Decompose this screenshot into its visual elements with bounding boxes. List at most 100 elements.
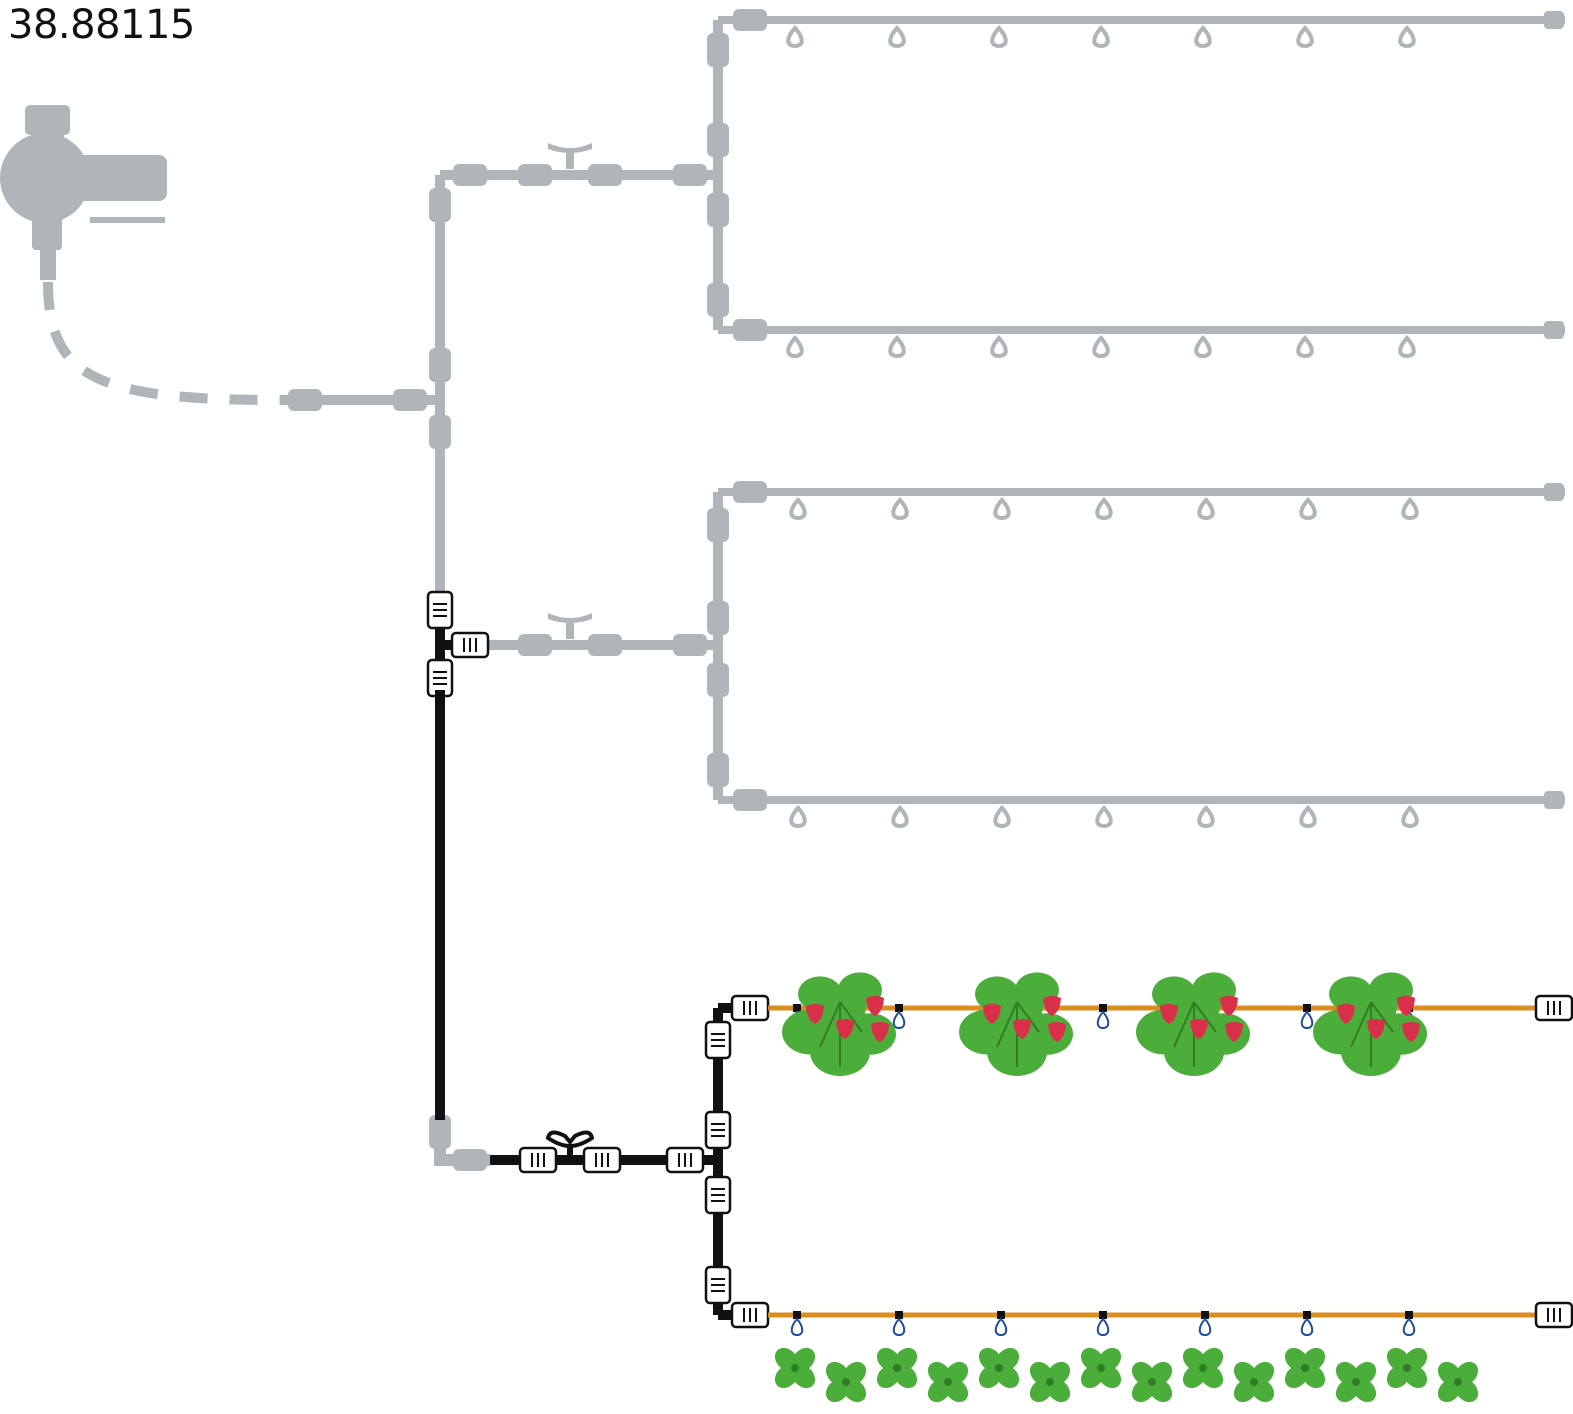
inactive-system [0, 9, 1565, 1171]
drop-icon [1095, 497, 1113, 521]
connector-icon [518, 634, 552, 656]
drop-icon [993, 805, 1011, 829]
connector-icon [429, 348, 451, 382]
seedling-icon [927, 1361, 969, 1403]
drop-icon [1095, 805, 1113, 829]
drop-icon [891, 497, 909, 521]
strawberry-plant-icon [1136, 972, 1250, 1076]
connector-icon [673, 164, 707, 186]
connector-icon [450, 631, 490, 659]
connector-icon [1534, 994, 1573, 1022]
drop-icon [1398, 25, 1416, 49]
drop-icon [1299, 805, 1317, 829]
end-cap-icon [1544, 321, 1564, 339]
drop-icon [786, 335, 804, 359]
connector-icon [707, 283, 729, 317]
strawberry-plant-icon [1313, 972, 1427, 1076]
connector-icon [518, 164, 552, 186]
connector-icon [393, 389, 427, 411]
connector-icon [288, 389, 322, 411]
drop-icon [993, 497, 1011, 521]
active-branch [426, 590, 1573, 1337]
dripper-icon [892, 1311, 906, 1337]
connector-icon [733, 9, 767, 31]
dripper-icon [1198, 1311, 1212, 1337]
connector-icon [453, 1149, 487, 1171]
drop-icon [1401, 497, 1419, 521]
connector-icon [707, 753, 729, 787]
dripper-icon [994, 1311, 1008, 1337]
seedling-icon [978, 1347, 1020, 1389]
seedling-icon [1284, 1347, 1326, 1389]
connector-icon [704, 1175, 732, 1215]
ball-valve-icon [545, 1130, 595, 1158]
drop-icon [1194, 335, 1212, 359]
end-cap-icon [1544, 483, 1564, 501]
seedling-icon [774, 1347, 816, 1389]
seedling-icon [1182, 1347, 1224, 1389]
product-code: 38.88115 [8, 2, 195, 48]
dripper-icon [1300, 1311, 1314, 1337]
ball-valve-icon [548, 143, 592, 169]
connector-icon [730, 1301, 770, 1329]
drop-icon [1299, 497, 1317, 521]
connector-icon [707, 123, 729, 157]
drop-icon [789, 805, 807, 829]
drop-icon [888, 25, 906, 49]
drop-icon [1197, 805, 1215, 829]
connector-icon [429, 188, 451, 222]
seedling-icon [1080, 1347, 1122, 1389]
tap-adapter-icon [0, 105, 167, 280]
drop-icon [1092, 25, 1110, 49]
connector-icon [704, 1265, 732, 1305]
connector-icon [673, 634, 707, 656]
connector-icon [704, 1110, 732, 1150]
connector-icon [426, 590, 454, 630]
plants [774, 972, 1479, 1403]
dripper-icon [1402, 1311, 1416, 1337]
connector-icon [582, 1146, 622, 1174]
connector-icon [518, 1146, 558, 1174]
connector-icon [588, 634, 622, 656]
drop-icon [1296, 25, 1314, 49]
connector-icon [733, 481, 767, 503]
drop-icon [786, 25, 804, 49]
seedling-icon [1131, 1361, 1173, 1403]
strawberry-plant-icon [959, 972, 1073, 1076]
supply-hose [43, 281, 281, 405]
drop-icon [990, 25, 1008, 49]
connector-icon [707, 663, 729, 697]
dripper-icon [1096, 1004, 1110, 1030]
connector-icon [707, 33, 729, 67]
end-cap-icon [1544, 11, 1564, 29]
seedling-icon [1437, 1361, 1479, 1403]
connector-icon [707, 193, 729, 227]
connector-icon [733, 789, 767, 811]
seedling-icon [1233, 1361, 1275, 1403]
connector-icon [730, 994, 770, 1022]
seedling-icon [1029, 1361, 1071, 1403]
strawberry-plant-icon [782, 972, 896, 1076]
dripper-icon [1300, 1004, 1314, 1030]
connector-icon [707, 601, 729, 635]
connector-icon [704, 1020, 732, 1060]
drop-icon [888, 335, 906, 359]
drop-icon [1398, 335, 1416, 359]
seedling-icon [876, 1347, 918, 1389]
drop-icon [1197, 497, 1215, 521]
dripper-icon [892, 1004, 906, 1030]
drop-icon [1401, 805, 1419, 829]
connector-icon [1534, 1301, 1573, 1329]
end-cap-icon [1544, 791, 1564, 809]
dripper-icon [1096, 1311, 1110, 1337]
drop-icon [789, 497, 807, 521]
ball-valve-icon [548, 613, 592, 639]
dripper-icon [790, 1311, 804, 1337]
connector-icon [588, 164, 622, 186]
drop-icon [1296, 335, 1314, 359]
connector-icon [429, 1115, 451, 1149]
connector-icon [426, 658, 454, 698]
connector-icon [733, 319, 767, 341]
connector-icon [429, 415, 451, 449]
